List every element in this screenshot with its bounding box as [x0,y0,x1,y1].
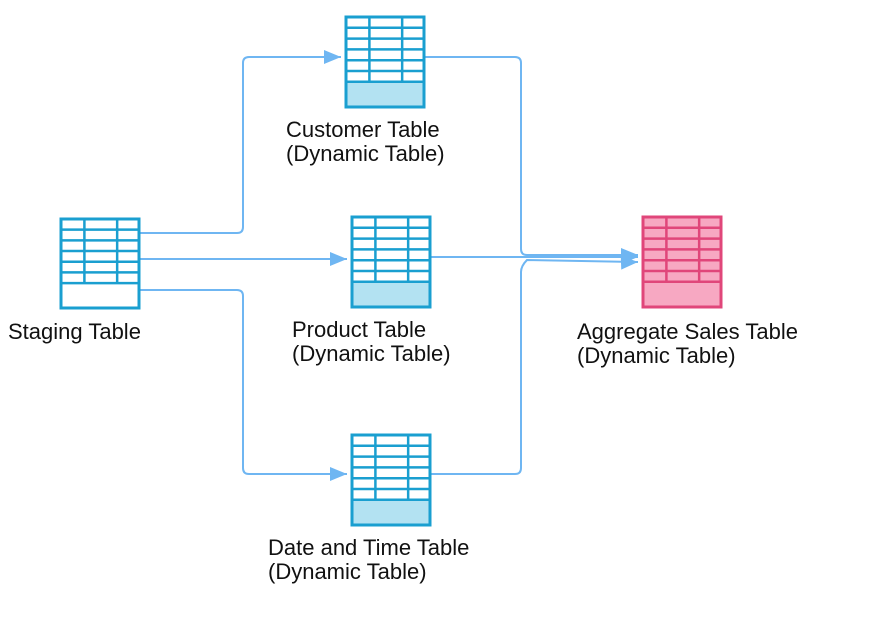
connectors [139,50,639,481]
connector-line [430,258,639,475]
table-footer [644,281,720,306]
edge-datetime-to-aggregate [430,255,639,475]
aggregate-table-label: Aggregate Sales Table (Dynamic Table) [577,320,798,368]
staging-table-title: Staging Table [8,319,141,344]
datetime-table-subtitle: (Dynamic Table) [268,559,427,584]
edge-customer-to-aggregate [424,56,638,262]
aggregate-table-title: Aggregate Sales Table [577,319,798,344]
edge-staging-to-datetime [139,289,347,481]
customer-table-label: Customer Table (Dynamic Table) [286,118,445,166]
connector-line [424,56,638,256]
table-footer [353,281,429,306]
staging-table-icon [59,217,141,310]
table-footer [347,81,423,106]
product-table-label: Product Table (Dynamic Table) [292,318,451,366]
table-footer [62,283,138,307]
product-table-title: Product Table [292,317,427,342]
aggregate-table-subtitle: (Dynamic Table) [577,343,736,368]
connector-line [139,289,347,475]
product-table-icon [350,215,432,309]
customer-table-title: Customer Table [286,117,440,142]
arrow-icon [620,255,638,270]
datetime-table-title: Date and Time Table [268,535,470,560]
arrow-icon [330,252,347,266]
arrow-icon [324,50,341,64]
product-table-subtitle: (Dynamic Table) [292,341,451,366]
customer-table-icon [344,15,426,109]
datetime-table-icon [350,433,432,527]
aggregate-table-icon [641,215,723,309]
edge-staging-to-customer [139,50,341,234]
staging-table-label: Staging Table [8,320,141,344]
edge-staging-to-product [139,252,347,266]
table-footer [353,499,429,524]
datetime-table-label: Date and Time Table (Dynamic Table) [268,536,469,584]
customer-table-subtitle: (Dynamic Table) [286,141,445,166]
arrow-icon [330,467,347,481]
table-nodes [59,15,723,527]
connector-line [139,56,341,234]
